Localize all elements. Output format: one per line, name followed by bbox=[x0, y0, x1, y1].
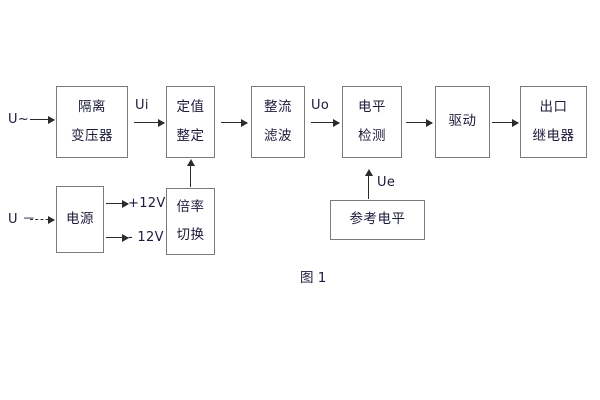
signal-label-uo: Uo bbox=[311, 98, 330, 113]
block-isolation-transformer: 隔离 变压器 bbox=[56, 86, 128, 158]
block-drive-line-1: 驱动 bbox=[448, 113, 477, 130]
signal-label-ue: Ue bbox=[377, 175, 396, 190]
block-multiplier-switch: 倍率 切换 bbox=[166, 188, 215, 255]
arrow-power-supply-negative-output bbox=[106, 234, 129, 242]
arrow-drive-to-output-relay bbox=[492, 119, 519, 127]
block-output-relay-line-1: 出口 bbox=[539, 99, 568, 115]
block-setting-value-line-1: 定值 bbox=[176, 99, 205, 115]
signal-label-ui: Ui bbox=[135, 98, 149, 113]
arrow-reference-level-to-level-detection bbox=[364, 169, 373, 199]
block-output-relay: 出口 继电器 bbox=[520, 86, 587, 158]
block-power-supply: 电源 bbox=[56, 186, 104, 253]
arrow-multiplier-switch-to-setting-value bbox=[186, 159, 195, 187]
arrow-power-supply-positive-output bbox=[106, 200, 129, 208]
block-level-detection: 电平 检测 bbox=[342, 86, 402, 158]
block-setting-value-line-2: 整定 bbox=[176, 127, 205, 144]
arrow-ac-input-to-isolation-transformer bbox=[30, 116, 55, 124]
block-power-supply-line-1: 电源 bbox=[66, 210, 94, 227]
supply-negative-label: - 12V bbox=[128, 230, 164, 245]
figure-caption: 图 1 bbox=[300, 270, 327, 286]
block-level-detection-line-1: 电平 bbox=[358, 99, 386, 115]
block-setting-value: 定值 整定 bbox=[166, 86, 215, 158]
arrow-dc-input-to-power-supply bbox=[30, 216, 55, 224]
block-drive: 驱动 bbox=[435, 86, 490, 158]
block-rectify-filter-line-2: 滤波 bbox=[264, 127, 292, 144]
arrow-setting-value-to-rectify-filter bbox=[221, 119, 248, 127]
block-rectify-filter-line-1: 整流 bbox=[264, 99, 292, 115]
supply-positive-label: +12V bbox=[128, 196, 166, 211]
arrow-level-detection-to-drive bbox=[406, 119, 433, 127]
dc-input-label: U － bbox=[8, 212, 36, 227]
block-level-detection-line-2: 检测 bbox=[358, 127, 386, 144]
block-reference-level-line-1: 参考电平 bbox=[349, 211, 406, 228]
ac-input-label: U~ bbox=[8, 112, 30, 127]
block-isolation-transformer-line-2: 变压器 bbox=[71, 127, 113, 144]
block-reference-level: 参考电平 bbox=[330, 200, 425, 240]
arrow-isolation-transformer-to-setting-value bbox=[134, 119, 165, 127]
block-output-relay-line-2: 继电器 bbox=[532, 127, 575, 144]
block-multiplier-switch-line-2: 切换 bbox=[176, 227, 205, 243]
block-isolation-transformer-line-1: 隔离 bbox=[78, 99, 106, 115]
arrow-rectify-filter-to-level-detection bbox=[311, 119, 340, 127]
block-multiplier-switch-line-1: 倍率 bbox=[176, 198, 205, 215]
block-rectify-filter: 整流 滤波 bbox=[251, 86, 305, 158]
